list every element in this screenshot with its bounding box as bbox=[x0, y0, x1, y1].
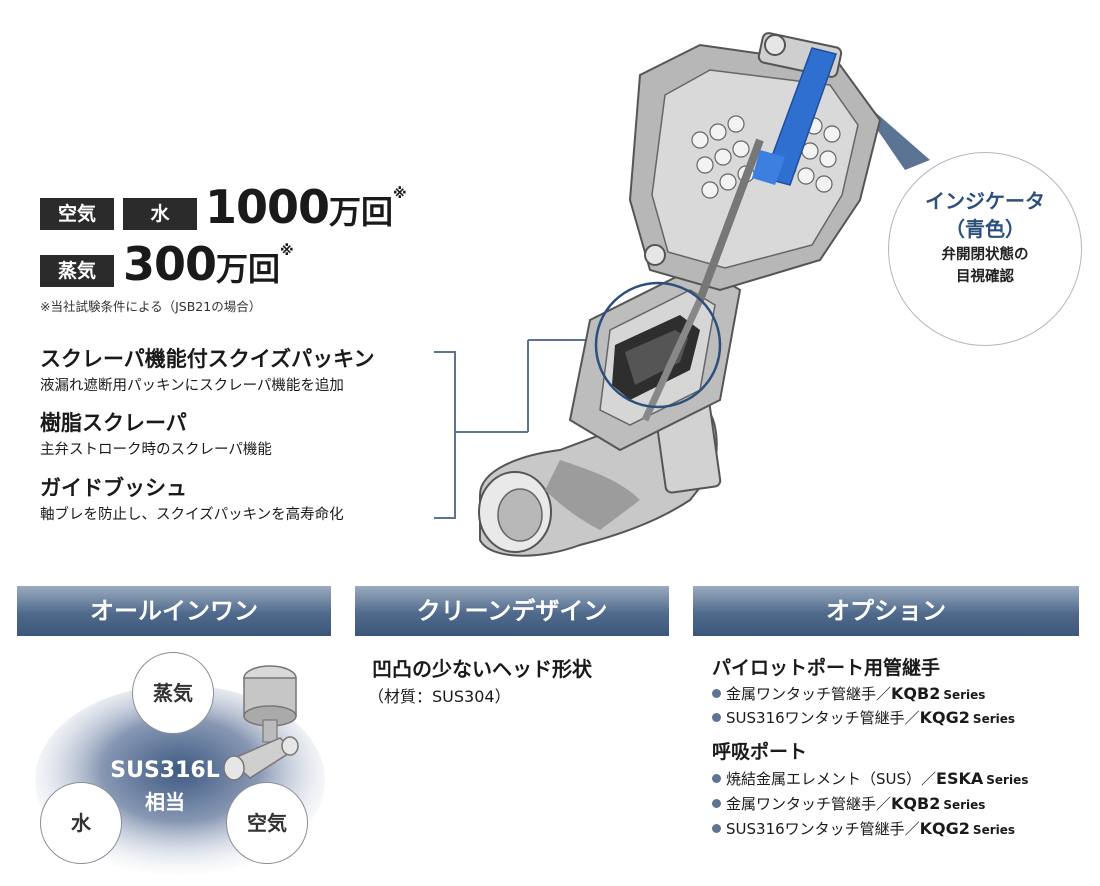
bubble-air: 空気 bbox=[226, 782, 308, 864]
tag-steam: 蒸気 bbox=[40, 255, 114, 287]
option-item-text: 金属ワンタッチ管継手／ bbox=[726, 795, 892, 813]
detail-magnifier-circle bbox=[594, 281, 722, 409]
option-item-series: Series bbox=[943, 688, 986, 702]
feature-title-guide-bush: ガイドブッシュ bbox=[40, 476, 187, 500]
tag-water: 水 bbox=[123, 198, 197, 230]
tag-air: 空気 bbox=[40, 198, 114, 230]
feature-desc-squeeze-packing: 液漏れ遮断用パッキンにスクレーパ機能を追加 bbox=[40, 378, 344, 394]
feature-desc-guide-bush: 軸ブレを防止し、スクイズパッキンを高寿命化 bbox=[40, 507, 344, 523]
section-header-clean-design: クリーンデザイン bbox=[355, 586, 669, 636]
option-item-model: ESKA bbox=[936, 769, 984, 788]
option-item-text: 焼結金属エレメント（SUS）／ bbox=[726, 770, 937, 788]
clean-design-title: 凹凸の少ないヘッド形状 bbox=[372, 657, 592, 681]
valve-product-image bbox=[223, 665, 299, 781]
indicator-callout: インジケータ （青色） 弁開閉状態の 目視確認 bbox=[888, 152, 1082, 346]
count-300-mark: ※ bbox=[280, 243, 294, 259]
option-heading-breathing-port: 呼吸ポート bbox=[712, 741, 808, 763]
clean-design-material: （材質：SUS304） bbox=[368, 687, 511, 706]
count-300-unit: 万回 bbox=[216, 250, 281, 288]
option-item-model: KQB2 bbox=[891, 684, 941, 703]
option-item-series: Series bbox=[943, 798, 986, 812]
option-item-text: SUS316ワンタッチ管継手／ bbox=[726, 709, 920, 727]
valve-cutaway-illustration bbox=[434, 32, 930, 557]
material-sus316l: SUS316L bbox=[110, 758, 220, 783]
count-1000-mark: ※ bbox=[393, 186, 407, 202]
feature-title-resin-scraper: 樹脂スクレーパ bbox=[40, 411, 187, 435]
feature-title-squeeze-packing: スクレーパ機能付スクイズパッキン bbox=[40, 347, 375, 371]
count-300: 300万回※ bbox=[123, 237, 294, 291]
bullet-icon bbox=[712, 689, 721, 698]
valve-body bbox=[478, 32, 882, 557]
material-equivalent: 相当 bbox=[145, 790, 185, 814]
bullet-icon bbox=[712, 824, 721, 833]
bubble-steam: 蒸気 bbox=[132, 652, 214, 734]
count-1000-number: 1000 bbox=[205, 180, 330, 234]
bullet-icon bbox=[712, 799, 721, 808]
option-item-text: 金属ワンタッチ管継手／ bbox=[726, 685, 892, 703]
option-item-model: KQG2 bbox=[919, 708, 970, 727]
indicator-callout-desc-1: 弁開閉状態の bbox=[941, 247, 1029, 263]
count-1000: 1000万回※ bbox=[205, 180, 407, 234]
section-header-all-in-one: オールインワン bbox=[17, 586, 331, 636]
count-1000-unit: 万回 bbox=[329, 193, 394, 231]
feature-desc-resin-scraper: 主弁ストローク時のスクレーパ機能 bbox=[40, 442, 272, 458]
section-header-option: オプション bbox=[693, 586, 1079, 636]
indicator-callout-desc-2: 目視確認 bbox=[956, 269, 1014, 285]
bubble-water: 水 bbox=[40, 782, 122, 864]
option-item-series: Series bbox=[986, 773, 1029, 787]
option-item-series: Series bbox=[972, 712, 1016, 726]
indicator-rod bbox=[763, 47, 837, 186]
indicator-callout-color: （青色） bbox=[945, 217, 1025, 241]
indicator-callout-title: インジケータ bbox=[925, 189, 1045, 213]
option-heading-pilot-port: パイロットポート用管継手 bbox=[712, 657, 941, 679]
bullet-icon bbox=[712, 713, 721, 722]
option-item-series: Series bbox=[972, 823, 1016, 837]
feature-bracket bbox=[434, 339, 600, 519]
count-300-number: 300 bbox=[123, 237, 217, 291]
option-item-text: SUS316ワンタッチ管継手／ bbox=[726, 820, 920, 838]
option-item-model: KQG2 bbox=[919, 819, 970, 838]
option-item-model: KQB2 bbox=[891, 794, 941, 813]
bullet-icon bbox=[712, 774, 721, 783]
test-condition-note: ※当社試験条件による（JSB21の場合） bbox=[40, 299, 262, 314]
